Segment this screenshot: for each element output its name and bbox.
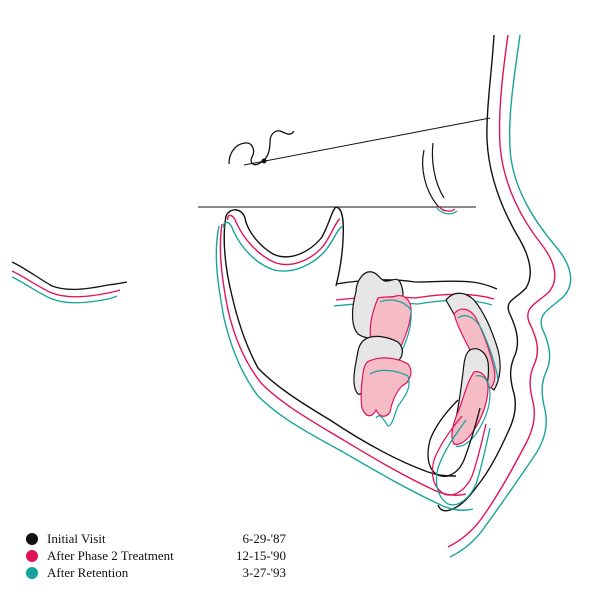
soft-tissue-profile [437,34,572,558]
sella-nasion-line [243,117,491,166]
legend-item-initial-visit: Initial Visit 6-29-'87 [26,530,286,547]
legend-date: 3-27-'93 [242,564,286,580]
legend-marker-retention [26,566,38,579]
occipital-outline [11,261,128,304]
legend-marker-initial [26,532,38,545]
legend-label: Initial Visit [47,530,106,546]
orbit-outline [422,142,458,215]
legend-item-phase-2: After Phase 2 Treatment 12-15-'90 [26,547,286,564]
legend-date: 6-29-'87 [242,530,286,546]
legend-label: After Phase 2 Treatment [47,547,174,563]
reference-lines [198,117,491,208]
symphysis-outline [427,399,491,506]
mandible-outline [215,206,474,511]
legend: Initial Visit 6-29-'87 After Phase 2 Tre… [26,530,286,581]
legend-date: 12-15-'90 [235,547,286,563]
lower-molar [353,335,412,427]
legend-item-retention: After Retention 3-27-'93 [26,564,286,581]
legend-label: After Retention [47,564,129,580]
legend-marker-phase2 [26,549,38,562]
sella-turcica-outline [228,130,295,166]
